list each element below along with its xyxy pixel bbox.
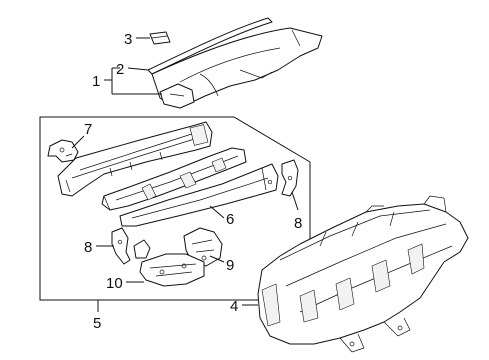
callout-9: 9 [226, 257, 234, 274]
callout-1: 1 [92, 73, 100, 90]
callout-4: 4 [230, 298, 238, 315]
callout-5: 5 [93, 315, 101, 332]
part-3-pad [149, 31, 171, 45]
assembly-outline-5 [39, 116, 311, 301]
center-duct [101, 147, 247, 211]
callout-8-left: 8 [84, 239, 92, 256]
part-8-left-bracket [111, 227, 131, 265]
callout-7: 7 [84, 121, 92, 138]
upper-cross-beam [57, 121, 213, 197]
callout-8-right: 8 [294, 215, 302, 232]
callout-2: 2 [116, 61, 124, 78]
part-6-support [119, 163, 279, 227]
part-8-right-bracket [281, 159, 299, 197]
part-9-bracket [183, 227, 223, 267]
callout-6: 6 [226, 211, 234, 228]
callout-3: 3 [124, 31, 132, 48]
part-4-frame [257, 195, 469, 353]
leader-lines [71, 37, 299, 312]
part-7-bracket [47, 139, 79, 163]
part-10-bracket [139, 253, 205, 287]
center-clip [133, 239, 151, 259]
callout-10: 10 [106, 275, 123, 292]
part-1-upper-panel [147, 17, 323, 109]
